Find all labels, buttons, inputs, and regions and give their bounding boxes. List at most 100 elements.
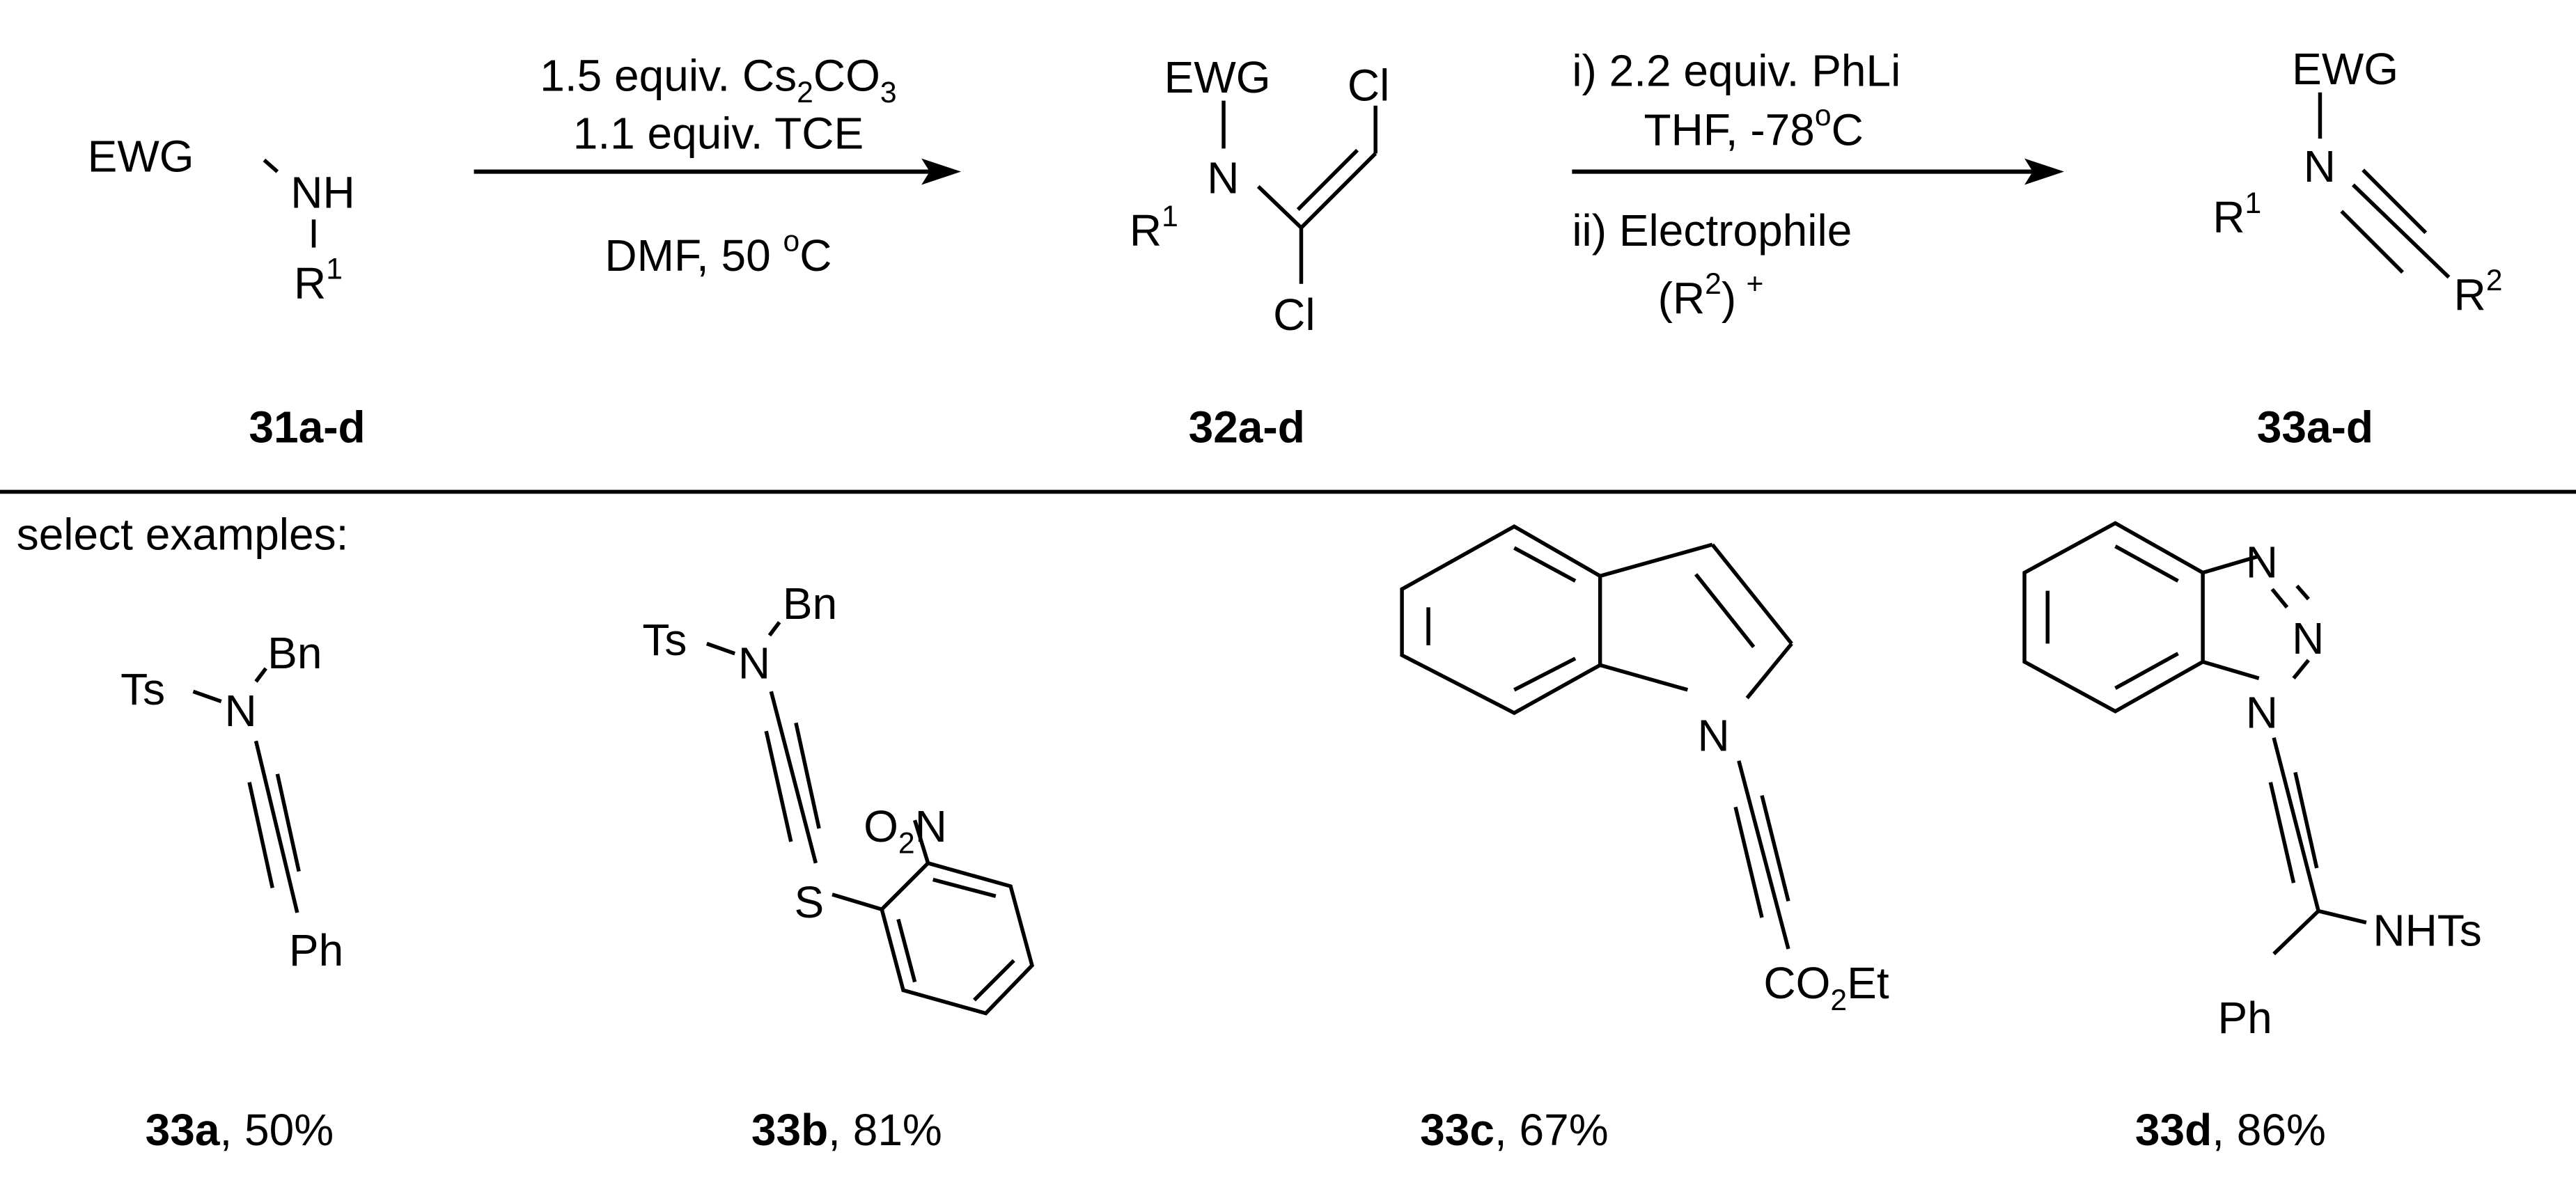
bond-ch-nhts bbox=[2318, 908, 2367, 925]
bond-alkyne-left bbox=[2268, 782, 2296, 883]
compound-31a-d: EWG NH R1 31a-d bbox=[88, 132, 366, 453]
atom-ewg: EWG bbox=[1164, 52, 1271, 102]
bond-c7a-n bbox=[1599, 663, 1689, 692]
bond-n2-n1 bbox=[2292, 659, 2310, 680]
bond-alkyne-right bbox=[275, 773, 301, 872]
step2-line1: i) 2.2 equiv. PhLi bbox=[1572, 45, 1900, 95]
atom-r2: R2 bbox=[2454, 264, 2503, 320]
bond-c1-c2-double bbox=[1296, 148, 1359, 211]
atom-n: N bbox=[1698, 711, 1730, 761]
atom-n: N bbox=[224, 686, 256, 736]
atom-cl-bottom: Cl bbox=[1273, 290, 1315, 340]
example-33a: Ts N Bn Ph 33a, 50% bbox=[120, 628, 343, 1155]
ring-double-3 bbox=[2114, 652, 2179, 690]
benzotriazole-benzene-ring bbox=[2022, 521, 2205, 714]
example-label-33b: 33b, 81% bbox=[751, 1105, 942, 1155]
ring-double-2 bbox=[1513, 546, 1577, 583]
step2-line3: ii) Electrophile bbox=[1572, 205, 1852, 255]
atom-ewg: EWG bbox=[88, 132, 194, 182]
atom-bn: Bn bbox=[783, 579, 837, 629]
bond-alkyne-center bbox=[1737, 760, 1790, 950]
reaction-arrow-2: i) 2.2 equiv. PhLi THF, -78oC ii) Electr… bbox=[1572, 45, 2064, 323]
ring-double-2 bbox=[2114, 544, 2179, 583]
step2-line4: (R2)+ bbox=[1658, 267, 1764, 323]
example-label-33c: 33c, 67% bbox=[1420, 1105, 1608, 1155]
atom-ts: Ts bbox=[642, 615, 687, 665]
atom-o2n: O2N bbox=[864, 801, 947, 860]
compound-label-33a-d: 33a-d bbox=[2257, 402, 2373, 452]
conditions-dmf: DMF, 50 oC bbox=[604, 224, 832, 280]
atom-co2et: CO2Et bbox=[1763, 958, 1889, 1017]
bond-alkyne-left bbox=[1733, 806, 1764, 918]
example-33c: N CO2Et 33c, 67% bbox=[1400, 524, 1889, 1155]
atom-bn: Bn bbox=[267, 628, 322, 678]
atom-n: N bbox=[1207, 152, 1239, 203]
atom-n: N bbox=[2304, 141, 2336, 191]
ring-double-3 bbox=[1513, 656, 1577, 692]
atom-nhts: NHTs bbox=[2373, 905, 2481, 955]
arrowhead-2-icon bbox=[2024, 158, 2064, 185]
atom-ewg: EWG bbox=[2292, 44, 2398, 94]
example-33d: N N N Ph NHTs 33d, 86% bbox=[2022, 521, 2482, 1155]
ring-double-1 bbox=[932, 877, 997, 898]
bond-alkyne-center bbox=[2352, 183, 2451, 279]
example-33b: Ts N Bn S O2N 33b, 81% bbox=[642, 579, 1035, 1155]
bond-alkyne-right bbox=[2293, 771, 2319, 869]
bond-n-bn bbox=[254, 667, 267, 683]
example-label-33d: 33d, 86% bbox=[2135, 1105, 2326, 1155]
bond-s-ring bbox=[832, 892, 882, 911]
bond-alkyne-upper bbox=[2362, 168, 2428, 235]
atom-n1: N bbox=[2246, 687, 2278, 737]
bond-alkyne-center bbox=[2272, 737, 2320, 912]
arrowhead-1-icon bbox=[921, 158, 962, 185]
bond-alkyne-left bbox=[247, 782, 274, 888]
bond-alkyne-center bbox=[769, 691, 818, 864]
atom-ts: Ts bbox=[120, 664, 165, 714]
bond-ewg-n bbox=[263, 158, 279, 173]
bond-alkyne-right bbox=[794, 722, 821, 829]
bond-c2-n bbox=[1745, 642, 1793, 700]
compound-32a-d: EWG N R1 Cl Cl 32a-d bbox=[1130, 52, 1389, 453]
bond-alkyne-lower bbox=[2340, 210, 2404, 274]
bond-n3-n2-double bbox=[2295, 584, 2310, 601]
atom-r1: R1 bbox=[1130, 200, 1178, 255]
bond-n-c1 bbox=[1256, 184, 1303, 230]
bond-n-bn bbox=[767, 621, 781, 637]
atom-n2: N bbox=[2292, 613, 2324, 663]
reagent-cs2co3: 1.5 equiv. Cs2CO3 bbox=[540, 50, 896, 109]
atom-ph: Ph bbox=[289, 925, 343, 975]
bond-ts-n bbox=[192, 689, 222, 704]
atom-cl-top: Cl bbox=[1348, 61, 1389, 111]
bond-alkyne-center bbox=[253, 740, 299, 913]
compound-label-31a-d: 31a-d bbox=[249, 402, 365, 452]
bond-c1-c2 bbox=[1299, 152, 1377, 230]
compound-33a-d: EWG N R1 R2 33a-d bbox=[2212, 44, 2502, 452]
reaction-arrow-1: 1.5 equiv. Cs2CO3 1.1 equiv. TCE DMF, 50… bbox=[474, 50, 962, 281]
bond-ch-ph bbox=[2272, 909, 2320, 956]
bond-alkyne-right bbox=[1760, 794, 1790, 902]
atom-r1: R1 bbox=[294, 253, 343, 308]
bond-ts-n bbox=[705, 641, 736, 656]
examples-heading: select examples: bbox=[17, 509, 349, 559]
bond-alkyne-left bbox=[764, 730, 793, 842]
atom-n: N bbox=[738, 638, 770, 688]
atom-nh: NH bbox=[290, 168, 354, 218]
bond-n3-n2-dash bbox=[2270, 588, 2289, 609]
bond-c3-c2 bbox=[1710, 543, 1793, 645]
bond-c3a-c3 bbox=[1599, 542, 1713, 578]
atom-ph: Ph bbox=[2217, 993, 2272, 1043]
atom-s: S bbox=[795, 877, 825, 927]
example-label-33a: 33a, 50% bbox=[146, 1105, 334, 1155]
reagent-tce: 1.1 equiv. TCE bbox=[573, 108, 864, 158]
atom-r1: R1 bbox=[2212, 187, 2261, 242]
bond-c3-c2-double bbox=[1694, 573, 1756, 648]
bond-c-n3 bbox=[2202, 554, 2260, 575]
indole-benzene-ring bbox=[1400, 524, 1602, 716]
atom-n3: N bbox=[2246, 537, 2278, 588]
bond-ring-no2 bbox=[913, 819, 930, 864]
compound-label-32a-d: 32a-d bbox=[1189, 402, 1305, 452]
ring-double-3 bbox=[896, 918, 917, 983]
bond-c-n1 bbox=[2202, 660, 2260, 680]
ring-double-2 bbox=[973, 959, 1015, 1002]
